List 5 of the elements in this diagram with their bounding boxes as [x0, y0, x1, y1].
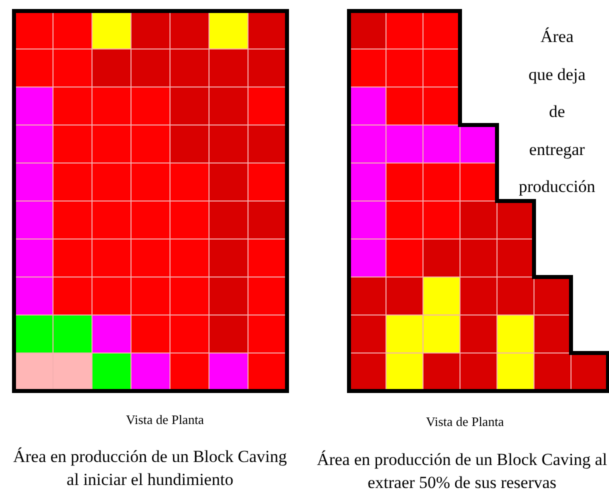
figure-caption: Área en producción de un Block Caving al iniciar el hundimiento — [12, 446, 288, 491]
figure-caption: Área en producción de un Block Caving al extraer 50% de sus reservas — [316, 449, 608, 493]
view-caption: Vista de Planta — [125, 411, 205, 429]
area-label: Área que deja de entregar producción — [518, 26, 596, 198]
view-caption: Vista de Planta — [425, 413, 505, 431]
